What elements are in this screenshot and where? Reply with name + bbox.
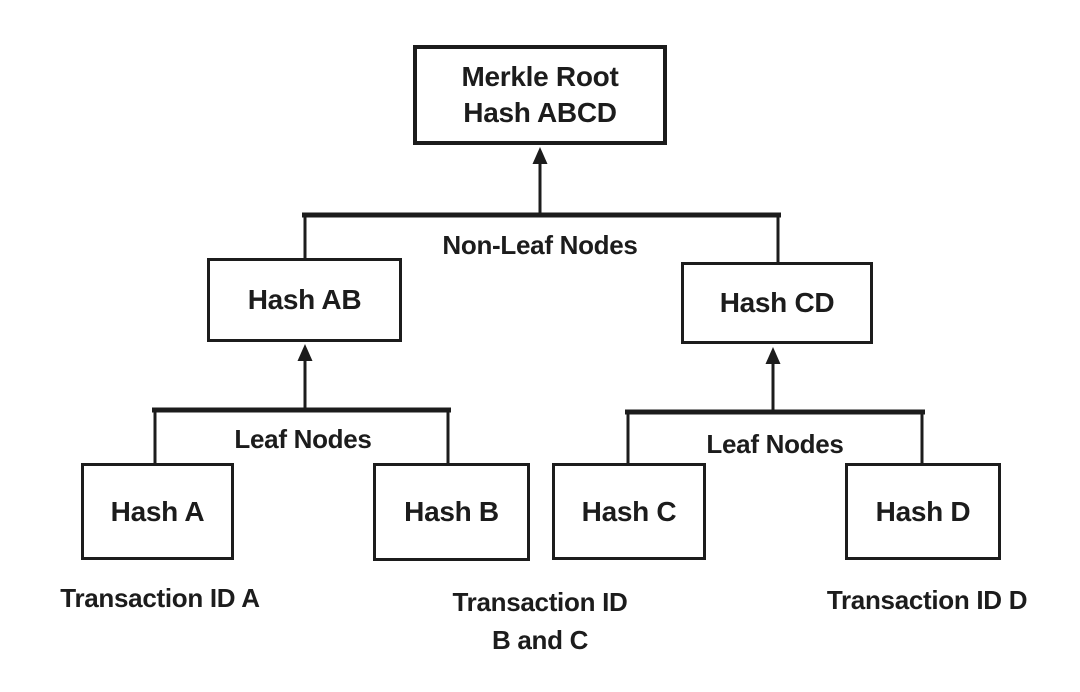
hash-a-label: Hash A xyxy=(110,495,205,527)
merkle-root-line2: Hash ABCD xyxy=(463,97,617,128)
leaf-nodes-label-left: Leaf Nodes xyxy=(234,424,372,454)
edge-hashab-arrow xyxy=(297,344,313,411)
hash-cd-label: Hash CD xyxy=(719,287,835,318)
hash-c-node: Hash C xyxy=(552,463,706,560)
merkle-root-text: Merkle Root Hash ABCD xyxy=(462,59,619,131)
leaf-nodes-label-right: Leaf Nodes xyxy=(706,429,844,459)
edge-leaf-bracket-right xyxy=(625,409,925,464)
edge-root-arrow xyxy=(532,147,548,216)
edge-hashcd-arrow xyxy=(765,347,781,413)
edge-leaf-bracket-left xyxy=(152,407,451,464)
transaction-id-bc-line2: B and C xyxy=(491,625,589,655)
merkle-root-line1: Merkle Root xyxy=(461,61,619,92)
arrowhead-up-icon xyxy=(765,347,781,364)
hash-c-label: Hash C xyxy=(581,495,677,527)
hash-cd-node: Hash CD xyxy=(681,262,873,344)
hash-b-node: Hash B xyxy=(373,463,530,561)
hash-a-node: Hash A xyxy=(81,463,234,560)
merkle-root-node: Merkle Root Hash ABCD xyxy=(413,45,667,145)
hash-ab-node: Hash AB xyxy=(207,258,402,342)
hash-d-node: Hash D xyxy=(845,463,1001,560)
transaction-id-bc-line1: Transaction ID xyxy=(452,587,628,617)
hash-d-label: Hash D xyxy=(875,495,971,527)
arrowhead-up-icon xyxy=(532,147,548,164)
hash-b-label: Hash B xyxy=(404,496,499,527)
transaction-id-a-label: Transaction ID A xyxy=(60,583,260,613)
transaction-id-d-label: Transaction ID D xyxy=(826,585,1028,615)
arrowhead-up-icon xyxy=(297,344,313,361)
hash-ab-label: Hash AB xyxy=(247,284,362,315)
transaction-id-bc-label: Transaction ID B and C xyxy=(410,583,670,659)
non-leaf-nodes-label: Non-Leaf Nodes xyxy=(442,230,638,260)
